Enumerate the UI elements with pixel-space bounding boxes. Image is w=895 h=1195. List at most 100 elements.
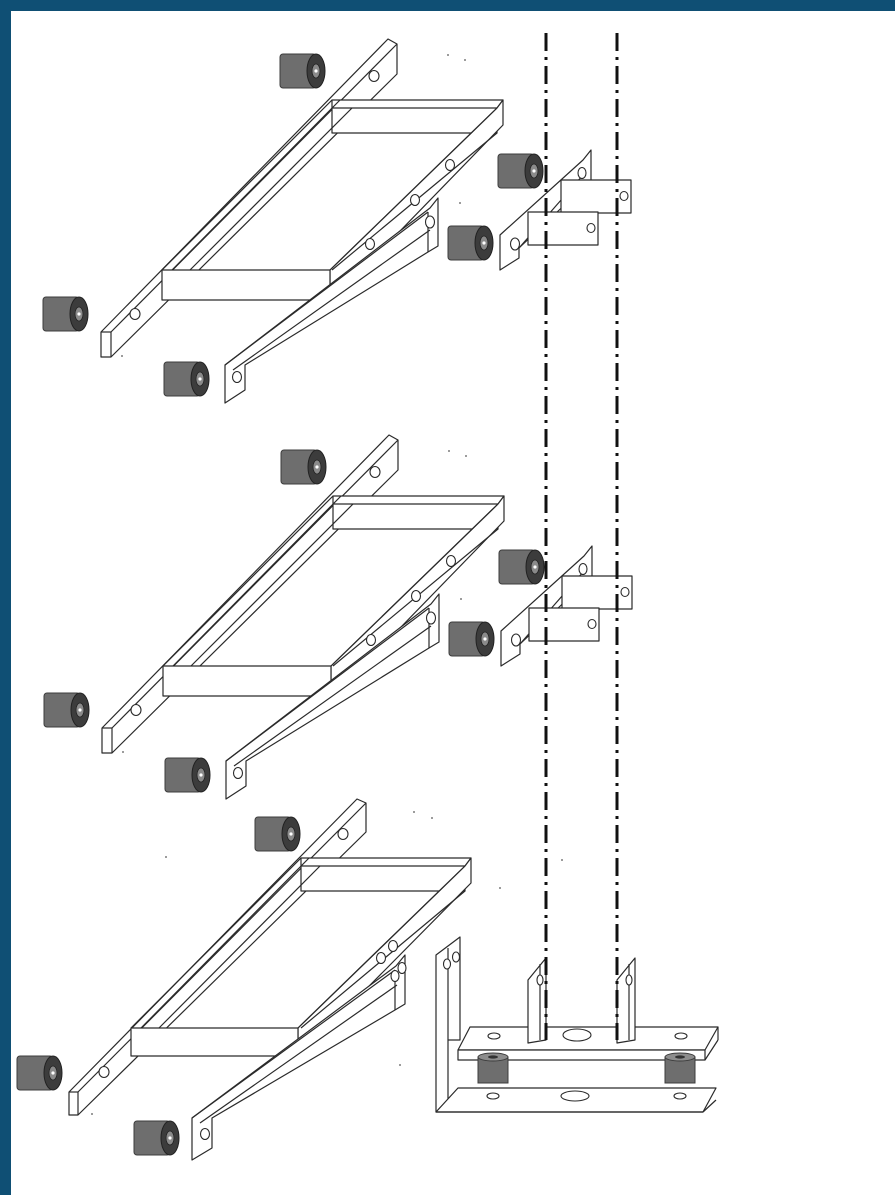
brace-edge: [224, 211, 429, 366]
damper-bore-highlight: [314, 69, 318, 73]
rubber-damper: [448, 621, 495, 657]
tray-inner-edge: [189, 107, 353, 271]
damper-bore: [675, 1055, 685, 1059]
rail-bolt-hole: [130, 703, 142, 717]
tray-bolt-hole: [445, 554, 457, 568]
drawing-speck: [91, 1113, 93, 1115]
drawing-speck: [165, 856, 167, 858]
plate-edge: [704, 1039, 719, 1061]
drawing-speck: [464, 59, 466, 61]
base-corner-hole: [486, 1092, 500, 1100]
right-vertical-lug: [616, 957, 636, 1044]
damper-bore-highlight: [78, 708, 82, 712]
long-side-rail: [100, 38, 398, 358]
brace-bolt-hole: [390, 969, 400, 983]
hinge-bolt-hole: [577, 166, 587, 180]
lower-shelf-assembly: [16, 798, 563, 1161]
top-corner-hole: [487, 1032, 501, 1040]
rubber-damper: [280, 449, 327, 485]
tray-bolt-hole: [409, 193, 421, 207]
brace-bolt-hole: [199, 1127, 211, 1141]
middle-shelf-assembly: [43, 434, 633, 800]
tray-bolt-hole: [365, 633, 377, 647]
brace-edge: [199, 984, 398, 1124]
upper-shelf-assembly: [42, 38, 632, 404]
rail-bolt-hole: [337, 827, 349, 841]
base-mount-bracket: [435, 936, 719, 1113]
top-center-hole: [562, 1028, 592, 1042]
exploded-assembly-drawing: [16, 33, 719, 1161]
rubber-damper: [42, 296, 89, 332]
base-center-hole: [560, 1090, 590, 1102]
tray-left-edge: [162, 495, 334, 667]
tray-bolt-hole: [444, 158, 456, 172]
brace-edge: [233, 625, 432, 767]
damper-bore-highlight: [483, 637, 487, 641]
tray-left-edge: [161, 99, 333, 271]
damper-bore-highlight: [168, 1136, 172, 1140]
damper-bore: [488, 1055, 498, 1059]
base-rubber-damper: [664, 1052, 696, 1084]
rail-bolt-hole: [368, 69, 380, 83]
rail-edge: [77, 802, 367, 1093]
tray-bolt-hole: [375, 951, 387, 965]
damper-bore-highlight: [51, 1071, 55, 1075]
tray-front-plate: [130, 1027, 299, 1057]
drawing-speck: [447, 54, 449, 56]
tray-left-inner-edge: [172, 495, 342, 667]
drawing-speck: [448, 450, 450, 452]
brace-bolt-hole: [232, 766, 244, 780]
rubber-damper: [164, 757, 211, 793]
brace-bolt-hole: [425, 611, 437, 625]
rail-bolt-hole: [129, 307, 141, 321]
long-side-rail: [68, 798, 367, 1116]
rubber-damper: [254, 816, 301, 852]
rubber-damper: [133, 1120, 180, 1156]
top-corner-hole: [674, 1032, 688, 1040]
hinge-bolt-hole: [578, 562, 588, 576]
tray-inner-edge: [190, 503, 354, 667]
angle-bolt-hole: [451, 951, 461, 963]
damper-bore-highlight: [532, 169, 536, 173]
lug-hole: [625, 974, 633, 986]
drawing-speck: [431, 817, 433, 819]
rubber-damper: [16, 1055, 63, 1091]
hinge-tab-hole: [620, 586, 630, 598]
plate-edge: [702, 1099, 717, 1113]
tray-edge: [297, 865, 466, 1029]
drawing-speck: [121, 355, 123, 357]
drawing-speck: [413, 811, 415, 813]
hinge-tab-hole: [587, 618, 597, 630]
drawing-speck: [561, 859, 563, 861]
drawing-speck: [460, 598, 462, 600]
rubber-damper: [279, 53, 326, 89]
tray-inner-edge: [158, 865, 321, 1029]
tray-left-inner-edge: [171, 99, 341, 271]
brace-bolt-hole: [231, 370, 243, 384]
base-rubber-damper: [477, 1052, 509, 1084]
drawing-speck: [399, 1064, 401, 1066]
drawing-speck: [122, 751, 124, 753]
base-corner-hole: [673, 1092, 687, 1100]
hinge-tab-hole: [619, 190, 629, 202]
damper-bore-highlight: [289, 832, 293, 836]
long-side-rail: [101, 434, 399, 754]
tray-bolt-hole: [410, 589, 422, 603]
rubber-damper: [497, 153, 544, 189]
tray-edge: [330, 503, 499, 667]
damper-bore-highlight: [482, 241, 486, 245]
brace-edge: [225, 607, 430, 762]
damper-bore-highlight: [198, 377, 202, 381]
rail-edge: [110, 43, 398, 333]
left-vertical-lug: [527, 957, 547, 1044]
rail-edge: [111, 439, 399, 729]
rail-bolt-hole: [98, 1065, 110, 1079]
brace-edge: [232, 229, 431, 371]
hinge-upper-tab: [560, 179, 632, 214]
tray-left-edge: [130, 857, 302, 1029]
brace-bolt-hole: [424, 215, 436, 229]
damper-bore-highlight: [533, 565, 537, 569]
tray-front-plate: [162, 665, 332, 697]
hinge-tab-hole: [586, 222, 596, 234]
